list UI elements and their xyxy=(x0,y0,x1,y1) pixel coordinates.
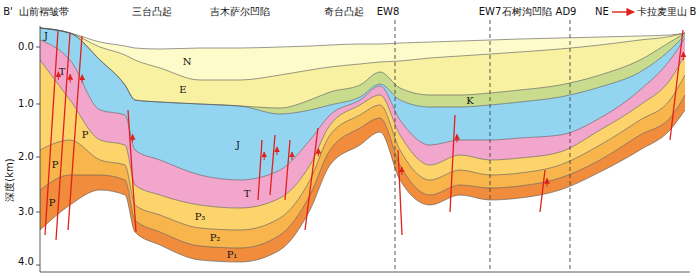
header-label: 吉木萨尔凹陷 xyxy=(210,7,270,17)
axis-tick xyxy=(36,212,40,213)
stratum-label: T xyxy=(59,67,66,77)
horizon-line xyxy=(40,28,685,114)
header-label: 卡拉麦里山 xyxy=(637,7,687,17)
stratum-label: T xyxy=(244,189,251,199)
faults xyxy=(45,30,683,240)
depth-tick: 2.0 xyxy=(18,152,34,162)
direction-arrow xyxy=(612,11,634,12)
stratum-label: P₁ xyxy=(227,250,238,260)
stratum-label: K xyxy=(466,96,473,106)
fault-arrow xyxy=(70,74,71,82)
horizon-line xyxy=(40,95,685,248)
axis-tick xyxy=(36,104,40,105)
axis-tick xyxy=(36,47,40,48)
stratum-label: P₂ xyxy=(210,233,221,243)
fault-line xyxy=(285,140,290,200)
axis-title: 深度(km) xyxy=(5,158,15,201)
header-label: 山前褶皱带 xyxy=(19,7,69,17)
horizon-line xyxy=(40,75,685,230)
stratum-band xyxy=(40,95,685,262)
stratum-label: J xyxy=(236,140,240,150)
stratum-label: P xyxy=(52,160,59,170)
fault-arrow xyxy=(264,152,265,160)
fault-arrow xyxy=(277,147,278,155)
horizon-line xyxy=(40,28,685,108)
fault-line xyxy=(398,150,402,235)
header-label: 奇台凸起 xyxy=(324,7,364,17)
strata xyxy=(40,28,685,262)
header-label: EW8 xyxy=(377,7,400,17)
header-label: 石树沟凹陷 xyxy=(502,7,552,17)
horizon-line xyxy=(40,55,685,208)
stratum-label: P xyxy=(49,198,56,208)
header-label: B xyxy=(690,7,697,17)
fault-line xyxy=(128,110,136,232)
depth-tick: 1.0 xyxy=(18,99,34,109)
fault-arrow xyxy=(457,134,458,142)
horizon-line xyxy=(40,110,685,262)
seismic-line xyxy=(490,20,491,272)
fault-line xyxy=(68,36,82,230)
fault-arrow xyxy=(132,134,133,142)
header-label: EW7 xyxy=(479,7,502,17)
stratum-label: N xyxy=(183,57,192,67)
stratum-label: E xyxy=(179,85,186,95)
header-label: 三台凸起 xyxy=(132,7,172,17)
fault-line xyxy=(540,170,545,212)
stratum-label: P₃ xyxy=(195,212,206,222)
fault-arrow xyxy=(401,167,402,175)
fault-arrow xyxy=(82,75,83,83)
header-label: NE xyxy=(595,7,609,17)
horizon-line xyxy=(40,28,685,80)
horizons xyxy=(40,28,685,262)
fault-arrow xyxy=(547,178,548,186)
header-label: AD9 xyxy=(556,7,577,17)
fault-line xyxy=(270,135,275,195)
fault-arrows xyxy=(58,52,683,186)
fault-line xyxy=(258,140,262,200)
horizon-line xyxy=(40,28,685,49)
fault-line xyxy=(56,33,70,240)
fault-line xyxy=(450,115,455,212)
fault-line xyxy=(45,31,58,235)
fault-arrow xyxy=(292,152,293,160)
depth-axis xyxy=(36,26,690,272)
stratum-label: P xyxy=(82,130,89,140)
survey-lines xyxy=(395,20,570,272)
fault-line xyxy=(670,30,683,140)
depth-tick: 0.0 xyxy=(18,42,34,52)
axis-tick xyxy=(36,265,40,266)
horizon-line xyxy=(40,38,685,180)
stratum-label: J xyxy=(44,31,48,41)
depth-tick: 3.0 xyxy=(18,207,34,217)
header-label: B' xyxy=(3,7,13,17)
fault-arrow xyxy=(318,148,319,156)
fault-line xyxy=(305,128,318,230)
seismic-line xyxy=(570,20,571,272)
seismic-line xyxy=(395,20,396,272)
fault-arrow xyxy=(683,52,684,60)
depth-tick: 4.0 xyxy=(18,257,34,267)
axis-tick xyxy=(36,157,40,158)
